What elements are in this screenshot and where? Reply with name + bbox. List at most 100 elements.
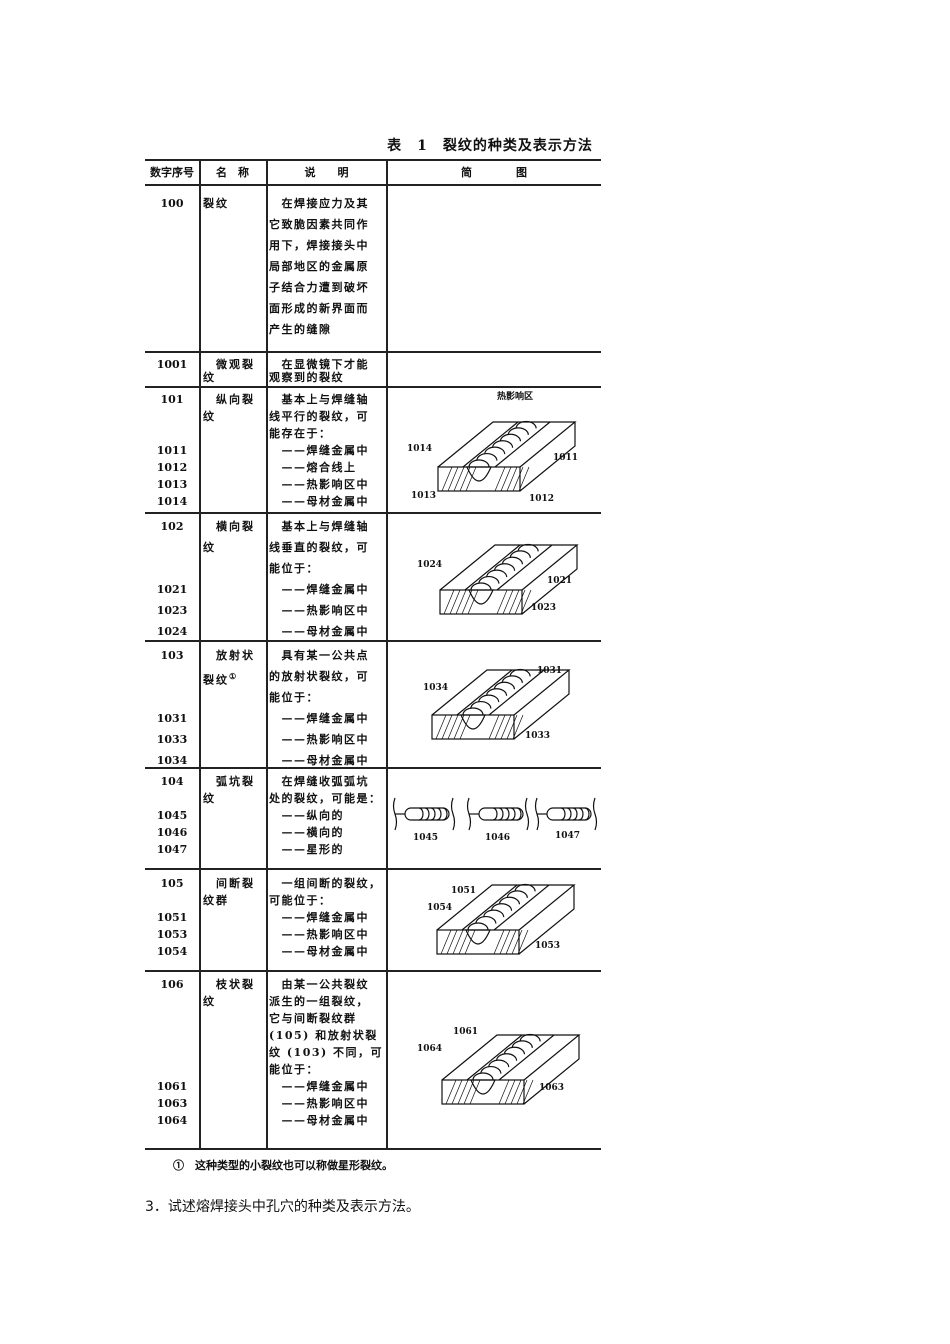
weld-ripple [511, 1040, 533, 1048]
fusion-line [493, 884, 550, 931]
weld-ripple [472, 1072, 494, 1081]
diagram-svg [431, 668, 571, 740]
hatch [506, 466, 518, 492]
hatch [440, 929, 452, 955]
hatch [453, 714, 465, 740]
description-cell-line: ——横向的 [269, 826, 344, 839]
description-cell-line: 基本上与焊缝轴 [269, 520, 369, 533]
crater-crack-sketch [392, 797, 456, 831]
diagram-label: 1011 [553, 453, 579, 463]
diagram-label: 1051 [451, 886, 477, 896]
code-cell-line: 1061 [156, 1080, 188, 1093]
weld-ripple [515, 420, 537, 429]
weld-ripple [501, 556, 524, 565]
code-cell-line: 1033 [156, 733, 188, 746]
hatch [446, 929, 458, 955]
code-cell-line: 1031 [156, 712, 188, 725]
weld-ripple [499, 433, 522, 442]
code-cell-line: 102 [160, 520, 184, 533]
crater-crack-sketch [534, 797, 598, 831]
description-cell-line: ——焊缝金属中 [269, 911, 369, 924]
hatch [467, 589, 479, 615]
table-bottom-rule [145, 1148, 601, 1150]
description-cell-line: 基本上与焊缝轴 [269, 393, 369, 406]
hatch [500, 714, 512, 740]
diagram-label: 1047 [555, 831, 581, 841]
description-cell-line: 可能位于： [269, 894, 332, 907]
code-cell-line: 1046 [156, 826, 188, 839]
description-cell-line: 能位于： [269, 562, 319, 575]
description-cell-line: 在显微镜下才能 [269, 358, 369, 371]
slab-top-face [431, 669, 571, 716]
break-line [450, 797, 456, 831]
hatch [435, 714, 447, 740]
hatch [445, 1079, 457, 1105]
description-cell-line: ——热影响区中 [269, 1097, 369, 1110]
diagram-label: 1012 [529, 494, 555, 504]
diagram-label: 1013 [411, 491, 437, 501]
hatch [518, 466, 530, 492]
weld-bead-section [460, 714, 486, 730]
slab-side-face [519, 422, 576, 492]
diagram-cell [387, 185, 601, 352]
fusion-line [456, 669, 513, 716]
name-cell: 裂纹 [203, 193, 267, 214]
diagram-label: 1014 [407, 444, 433, 454]
weld-ripple [509, 550, 531, 558]
code-cell-line: 1014 [156, 495, 188, 508]
slab-side-face [513, 670, 570, 740]
diagram-label: 热影响区 [497, 392, 534, 402]
name-cell-line: 纹 [203, 792, 216, 805]
hatch [494, 714, 506, 740]
description-cell: 具有某一公共点的放射状裂纹，可能位于： ——焊缝金属中 ——热影响区中 ——母材… [269, 645, 387, 771]
description-cell-line: ——热影响区中 [269, 928, 369, 941]
weld-ripple [483, 909, 505, 918]
diagram-label: 1024 [417, 560, 443, 570]
hatch [441, 714, 453, 740]
description-cell-line: 子结合力遭到破坏 [269, 281, 369, 294]
break-line [592, 797, 598, 831]
fusion-line [464, 544, 521, 591]
weld-ripple [514, 883, 536, 892]
code-cell-line: 103 [160, 649, 184, 662]
diagram-label: 1054 [427, 903, 453, 913]
weld-bead [478, 807, 524, 821]
description-cell: 基本上与焊缝轴线平行的裂纹，可能存在于： ——焊缝金属中 ——熔合线上 ——热影… [269, 391, 387, 510]
description-cell-line: 产生的缝隙 [269, 323, 332, 336]
weld-ripple [486, 569, 508, 578]
column-divider [199, 160, 201, 1149]
footnote-marker: ① [229, 671, 239, 681]
code-cell-line: 101 [160, 393, 184, 406]
name-cell: 纵向裂纹 [203, 391, 267, 425]
description-cell: 一组间断的裂纹，可能位于： ——焊缝金属中 ——热影响区中 ——母材金属中 [269, 875, 387, 960]
fusion-line [462, 421, 519, 468]
code-cell-line: 104 [160, 775, 184, 788]
weld-joint-sketch [437, 420, 577, 492]
hatch [500, 466, 512, 492]
weld-ripple [517, 543, 539, 552]
name-cell: 间断裂纹群 [203, 875, 267, 909]
description-cell: 由某一公共裂纹派生的一组裂纹，它与间断裂纹群(105) 和放射状裂纹 (103)… [269, 976, 387, 1129]
weld-ripple [485, 688, 508, 696]
description-cell-line: ——母材金属中 [269, 945, 369, 958]
row-divider [145, 512, 601, 514]
hatch [496, 589, 508, 615]
description-cell-line: 能位于： [269, 1063, 319, 1076]
hatch [441, 466, 453, 492]
name-cell-line: 横向裂 [203, 520, 255, 533]
table-row: 101 1011 1012 1013 1014 纵向裂纹 基本上与焊缝轴线平行的裂纹，可… [145, 386, 601, 513]
hatch [502, 589, 514, 615]
hatch [510, 1079, 522, 1105]
weld-ripple [495, 1053, 518, 1061]
description-cell-line: ——热影响区中 [269, 733, 369, 746]
description-cell-line: 线平行的裂纹，可 [269, 410, 369, 423]
weld-bead-section [468, 589, 494, 605]
slab-top-face [437, 421, 577, 468]
hatch [508, 589, 520, 615]
hatch [512, 466, 524, 492]
name-cell: 横向裂纹 [203, 516, 267, 558]
